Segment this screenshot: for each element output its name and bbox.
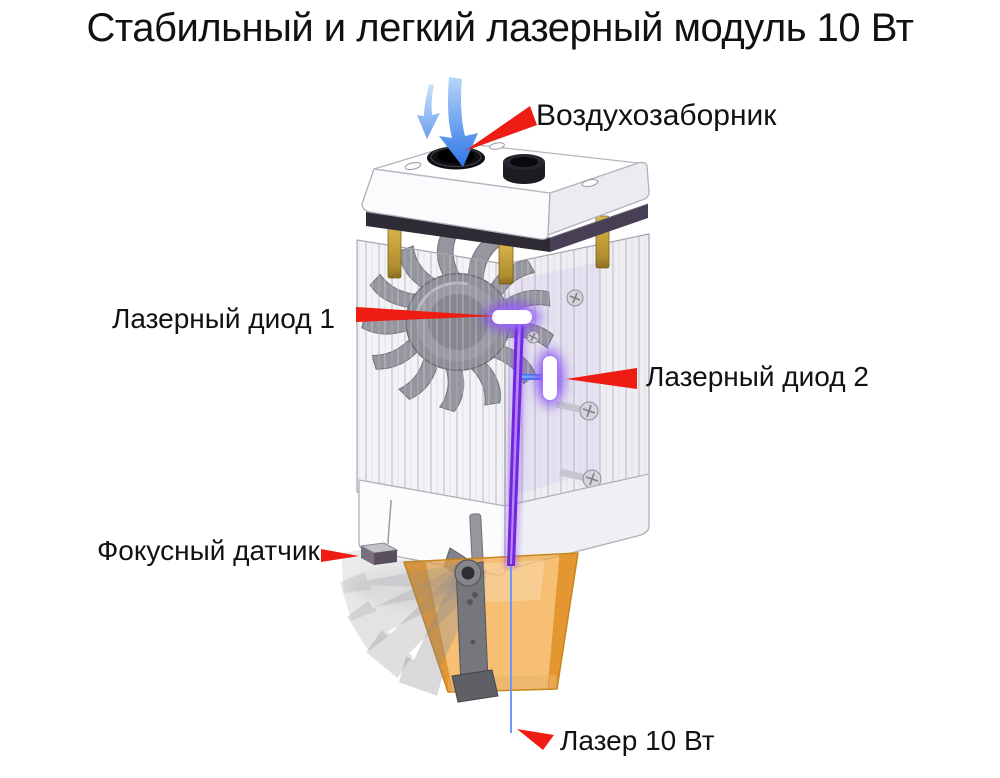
side-port <box>503 154 545 184</box>
laser-beam <box>503 320 544 733</box>
label-air-intake: Воздухозаборник <box>536 99 777 132</box>
label-laser-output: Лазер 10 Вт <box>560 725 715 756</box>
screws <box>526 289 602 489</box>
airflow-arrows-icon <box>417 77 478 167</box>
callout-arrow-laser-output <box>517 729 554 750</box>
label-laser-diode-1: Лазерный диод 1 <box>112 303 335 334</box>
callout-arrow-air-intake <box>465 106 537 151</box>
focus-lever <box>451 559 499 703</box>
callout-arrow-laser-diode-2 <box>566 368 637 389</box>
callout-arrow-laser-diode-1 <box>356 307 496 322</box>
laser-diode-1-part <box>482 301 542 333</box>
label-laser-diode-2: Лазерный диод 2 <box>646 361 869 392</box>
laser-diode-2-part <box>534 348 566 408</box>
heatsink-fins <box>357 234 649 516</box>
label-focus-sensor: Фокусный датчик <box>97 535 320 566</box>
callout-arrow-focus-sensor <box>321 549 359 562</box>
diagram-title: Стабильный и легкий лазерный модуль 10 В… <box>86 6 914 50</box>
focus-sensor-part <box>359 499 399 565</box>
